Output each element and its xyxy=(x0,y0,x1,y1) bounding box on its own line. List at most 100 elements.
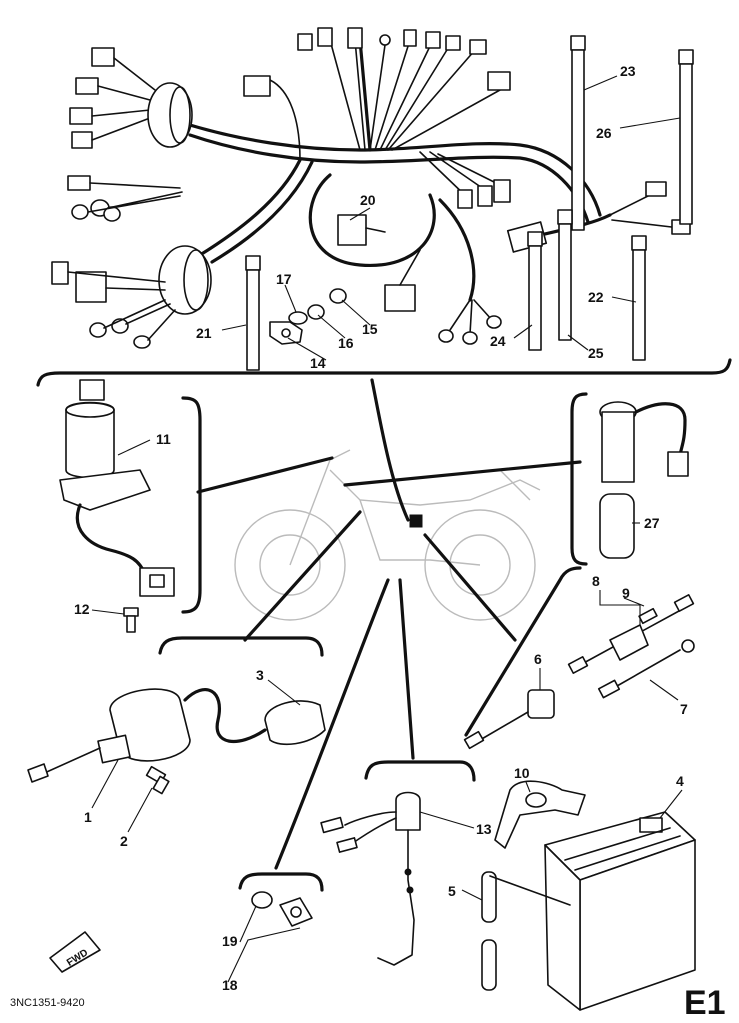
connector-icon xyxy=(445,35,461,51)
connector-icon xyxy=(487,71,511,91)
fuse-bracket-line xyxy=(464,566,582,737)
wire-harness xyxy=(51,27,691,349)
switch-bracket-line xyxy=(364,760,476,782)
leader-brake-switch xyxy=(398,578,415,760)
callout-16: 16 xyxy=(338,335,354,351)
connector-icon xyxy=(133,335,151,349)
diagram-part-number: 3NC1351-9420 xyxy=(10,997,85,1009)
connector-icon xyxy=(462,331,478,345)
washer-17-icon xyxy=(288,311,308,325)
connector-icon xyxy=(71,131,93,149)
callout-9: 9 xyxy=(622,585,630,601)
connector-icon xyxy=(67,175,91,191)
connector-icon xyxy=(337,214,367,246)
cable-tie-26-icon xyxy=(678,49,694,225)
marker-square-icon xyxy=(409,514,423,528)
connector-icon xyxy=(69,107,93,125)
callout-leaders xyxy=(91,75,683,983)
leader-fuse xyxy=(423,533,517,642)
connector-icon xyxy=(75,77,99,95)
callout-6: 6 xyxy=(534,651,542,667)
battery-band-10-icon xyxy=(494,780,586,849)
callout-23: 23 xyxy=(620,63,636,79)
connector-icon xyxy=(71,204,89,220)
callout-22: 22 xyxy=(588,289,604,305)
cable-tie-23-icon xyxy=(570,35,586,231)
screw-12-icon xyxy=(123,607,139,633)
grommet-icon xyxy=(158,245,212,315)
callout-11: 11 xyxy=(156,431,171,447)
callout-15: 15 xyxy=(362,321,378,337)
neutral-bracket-line xyxy=(238,872,324,892)
connector-icon xyxy=(469,39,487,55)
callout-10: 10 xyxy=(514,765,530,781)
callout-26: 26 xyxy=(596,125,612,141)
callout-27: 27 xyxy=(644,515,660,531)
breather-pipe-5-icon xyxy=(481,871,571,991)
connector-icon xyxy=(493,179,511,203)
callout-4: 4 xyxy=(676,773,684,789)
connector-icon xyxy=(486,315,502,329)
bracket-14-icon xyxy=(269,321,303,345)
callout-1: 1 xyxy=(84,809,92,825)
fuse-holder-icon xyxy=(567,594,695,674)
collar-16-icon xyxy=(307,304,325,320)
callout-18: 18 xyxy=(222,977,238,993)
battery-4-icon xyxy=(544,811,696,1011)
coil-bracket-line xyxy=(158,636,324,657)
wire-7-icon xyxy=(597,639,695,699)
connector-icon xyxy=(91,47,115,67)
callout-13: 13 xyxy=(476,821,492,837)
callout-20: 20 xyxy=(360,192,376,208)
connector-icon xyxy=(297,33,313,51)
connector-icon xyxy=(477,185,493,207)
connector-icon xyxy=(379,34,391,46)
gasket-19-icon xyxy=(251,891,273,909)
harness-bracket-line xyxy=(36,358,732,387)
callout-14: 14 xyxy=(310,355,326,371)
callout-17: 17 xyxy=(276,271,292,287)
cable-tie-22-icon xyxy=(631,235,647,361)
connector-icon xyxy=(457,189,473,209)
connector-icon xyxy=(425,31,441,49)
connector-icon xyxy=(89,322,107,338)
brake-switch-icon xyxy=(320,791,421,966)
callout-24: 24 xyxy=(490,333,506,349)
callout-3: 3 xyxy=(256,667,264,683)
connector-icon xyxy=(403,29,417,47)
leader-ignition-coil xyxy=(243,510,362,642)
callout-7: 7 xyxy=(680,701,688,717)
grommet-15-icon xyxy=(329,288,347,304)
cable-tie-21-icon xyxy=(245,255,261,371)
callout-12: 12 xyxy=(74,601,90,617)
callout-2: 2 xyxy=(120,833,128,849)
ignition-switch-icon xyxy=(59,379,202,614)
connector-icon xyxy=(438,329,454,343)
connector-icon xyxy=(51,261,69,285)
fwd-arrow-icon: FWD xyxy=(49,931,101,973)
page-code: E1 xyxy=(684,984,726,1022)
cable-tie-24-icon xyxy=(527,231,543,351)
connector-icon xyxy=(75,271,107,303)
connector-icon xyxy=(384,284,416,312)
leader-neutral-switch xyxy=(274,578,390,870)
screw-2-icon xyxy=(145,765,170,795)
callout-8: 8 xyxy=(592,573,600,589)
ignition-coil-icon xyxy=(27,688,326,783)
neutral-switch-18-icon xyxy=(279,897,313,927)
cable-ties xyxy=(245,35,694,371)
motorcycle-outline xyxy=(234,449,541,621)
connector-icon xyxy=(317,27,333,47)
leader-ignition-switch xyxy=(196,456,334,494)
connector-icon xyxy=(645,181,667,197)
relay-27-icon xyxy=(570,392,689,566)
callout-25: 25 xyxy=(588,345,604,361)
callout-5: 5 xyxy=(448,883,456,899)
callout-21: 21 xyxy=(196,325,212,341)
cable-tie-25-icon xyxy=(557,209,573,341)
connector-icon xyxy=(243,75,271,97)
leader-harness xyxy=(370,378,410,522)
connector-icon xyxy=(347,27,363,49)
callout-19: 19 xyxy=(222,933,238,949)
